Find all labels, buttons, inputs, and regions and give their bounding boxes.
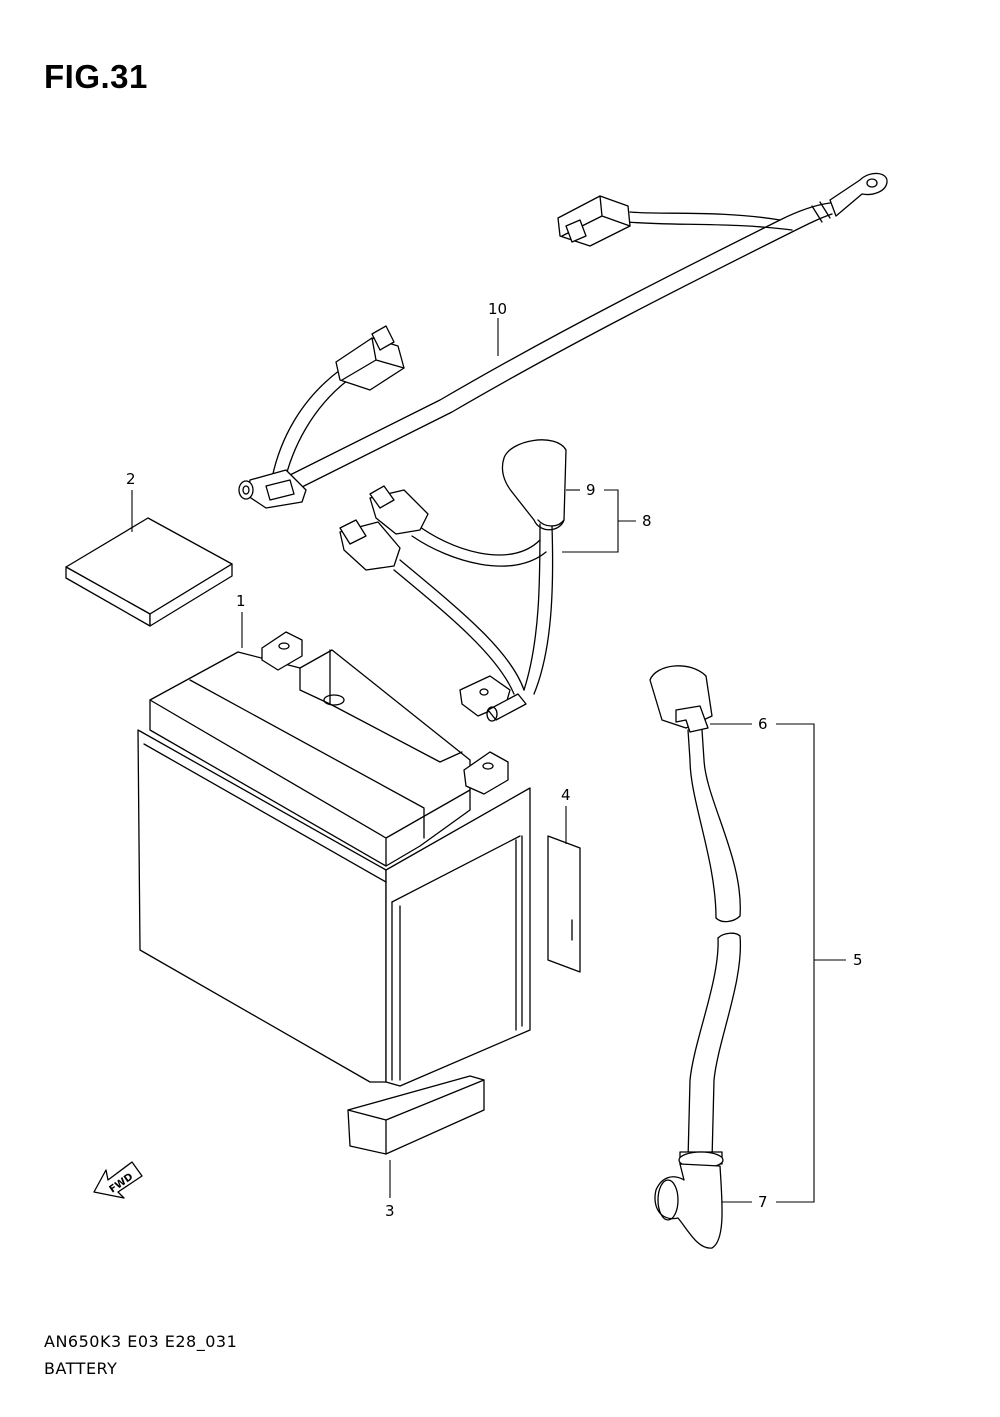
callout-9: 9 xyxy=(586,481,596,499)
callout-1: 1 xyxy=(236,592,246,610)
figure-title: FIG.31 xyxy=(44,58,148,95)
negative-lead-5 xyxy=(649,665,742,1249)
pad-2 xyxy=(65,517,233,627)
callout-2: 2 xyxy=(126,470,136,488)
callout-3: 3 xyxy=(385,1202,395,1220)
battery-1 xyxy=(137,631,531,1087)
callout-7: 7 xyxy=(758,1193,768,1211)
callout-6: 6 xyxy=(758,715,768,733)
callout-10: 10 xyxy=(488,300,507,318)
pad-3 xyxy=(347,1075,485,1155)
pad-4 xyxy=(547,835,581,973)
callouts: 1 2 3 4 5 6 7 8 9 10 xyxy=(126,300,863,1220)
wiring-harness-10 xyxy=(238,172,888,509)
positive-lead-8 xyxy=(339,439,567,722)
footer-section-name: BATTERY xyxy=(44,1359,118,1378)
fwd-arrow-icon: FWD xyxy=(93,1161,143,1199)
callout-8: 8 xyxy=(642,512,652,530)
callout-4: 4 xyxy=(561,786,571,804)
callout-5: 5 xyxy=(853,951,863,969)
footer-model-code: AN650K3 E03 E28_031 xyxy=(44,1332,238,1351)
